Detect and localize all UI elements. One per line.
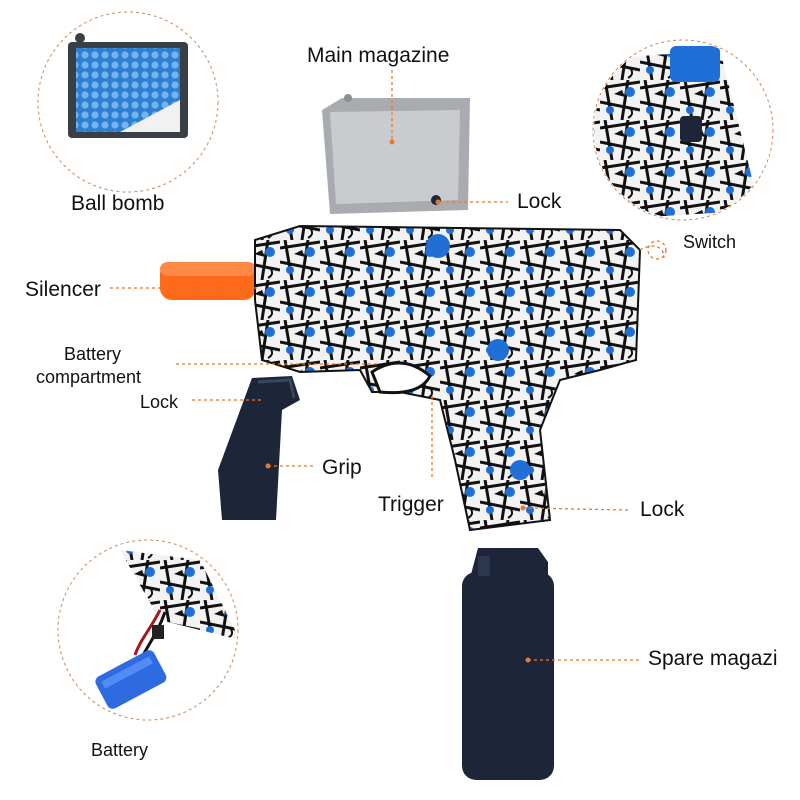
grip-part bbox=[218, 376, 300, 520]
silencer-part bbox=[160, 262, 256, 300]
battery-inset bbox=[57, 539, 239, 721]
leader-lines bbox=[110, 70, 667, 661]
label-battery-compartment-line2: compartment bbox=[36, 367, 142, 387]
label-lock-bottom: Lock bbox=[640, 498, 685, 521]
label-grip: Grip bbox=[322, 456, 362, 479]
spare-magazine-part bbox=[462, 548, 554, 780]
gel-blaster-body bbox=[254, 224, 642, 532]
label-switch: Switch bbox=[683, 232, 737, 252]
label-battery: Battery bbox=[91, 740, 149, 760]
label-ball-bomb: Ball bomb bbox=[71, 192, 165, 215]
label-spare-magazine: Spare magazi bbox=[648, 647, 778, 670]
leader-dots bbox=[265, 463, 531, 663]
ball-bomb-inset bbox=[37, 11, 219, 193]
main-magazine-part bbox=[322, 94, 470, 214]
label-battery-compartment-line1: Battery bbox=[64, 344, 122, 364]
label-lock-left: Lock bbox=[140, 392, 179, 412]
label-silencer: Silencer bbox=[25, 278, 101, 301]
switch-inset bbox=[592, 39, 774, 221]
label-trigger: Trigger bbox=[378, 493, 444, 516]
label-main-magazine: Main magazine bbox=[307, 44, 450, 67]
label-lock-top: Lock bbox=[517, 190, 562, 213]
